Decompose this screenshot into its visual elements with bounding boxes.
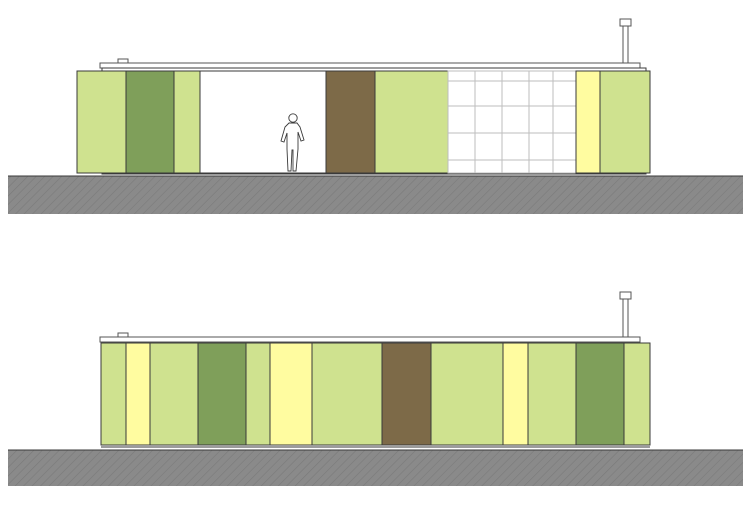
panel-light-green <box>311 342 383 446</box>
panel-light-green <box>100 342 127 446</box>
elevation-lower <box>8 291 743 486</box>
panel-brown <box>381 342 432 446</box>
panel-light-green <box>149 342 199 446</box>
ground-lower <box>8 450 743 486</box>
panel-light-green <box>173 70 201 174</box>
panel-light-green <box>76 70 128 174</box>
roof-slab-upper <box>99 62 641 69</box>
panel-pale-yellow <box>575 70 602 174</box>
panels-upper <box>76 70 651 174</box>
panel-light-green <box>527 342 577 446</box>
panel-pale-yellow <box>269 342 313 446</box>
panel-brown <box>325 70 376 174</box>
panel-pale-yellow <box>125 342 151 446</box>
glazing-grid <box>447 70 577 174</box>
panels-lower <box>100 342 651 446</box>
chimney-upper <box>619 18 632 67</box>
panel-medium-green <box>575 342 625 446</box>
panel-light-green <box>374 70 449 174</box>
panel-light-green <box>623 342 651 446</box>
open-interior <box>199 70 327 174</box>
panel-light-green <box>430 342 504 446</box>
panel-pale-yellow <box>502 342 529 446</box>
panel-medium-green <box>125 70 176 174</box>
person-silhouette <box>280 113 305 172</box>
roof-slab-lower <box>99 336 641 343</box>
panel-light-green <box>599 70 651 174</box>
panel-medium-green <box>197 342 247 446</box>
elevation-upper <box>8 18 743 214</box>
ground-upper <box>8 176 743 214</box>
chimney-lower <box>619 291 632 338</box>
panel-light-green <box>245 342 271 446</box>
